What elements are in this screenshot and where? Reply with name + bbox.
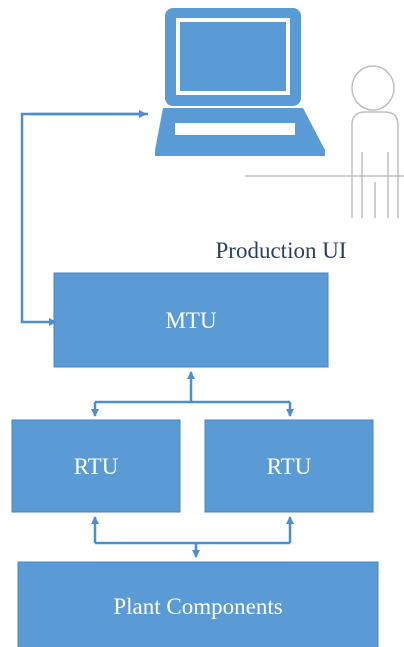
rtu-right-label: RTU <box>267 454 312 479</box>
rtu-box-left: RTU <box>11 419 181 513</box>
plant-components-box: Plant Components <box>17 561 379 647</box>
plant-components-label: Plant Components <box>113 594 282 619</box>
rtu-box-right: RTU <box>204 419 374 513</box>
person-icon <box>245 65 404 218</box>
mtu-label: MTU <box>165 308 217 333</box>
laptop-icon <box>155 8 325 156</box>
production-ui-caption: Production UI <box>216 238 347 263</box>
rtu-left-label: RTU <box>74 454 119 479</box>
connector-arrows <box>20 110 294 558</box>
mtu-box: MTU <box>53 272 329 368</box>
